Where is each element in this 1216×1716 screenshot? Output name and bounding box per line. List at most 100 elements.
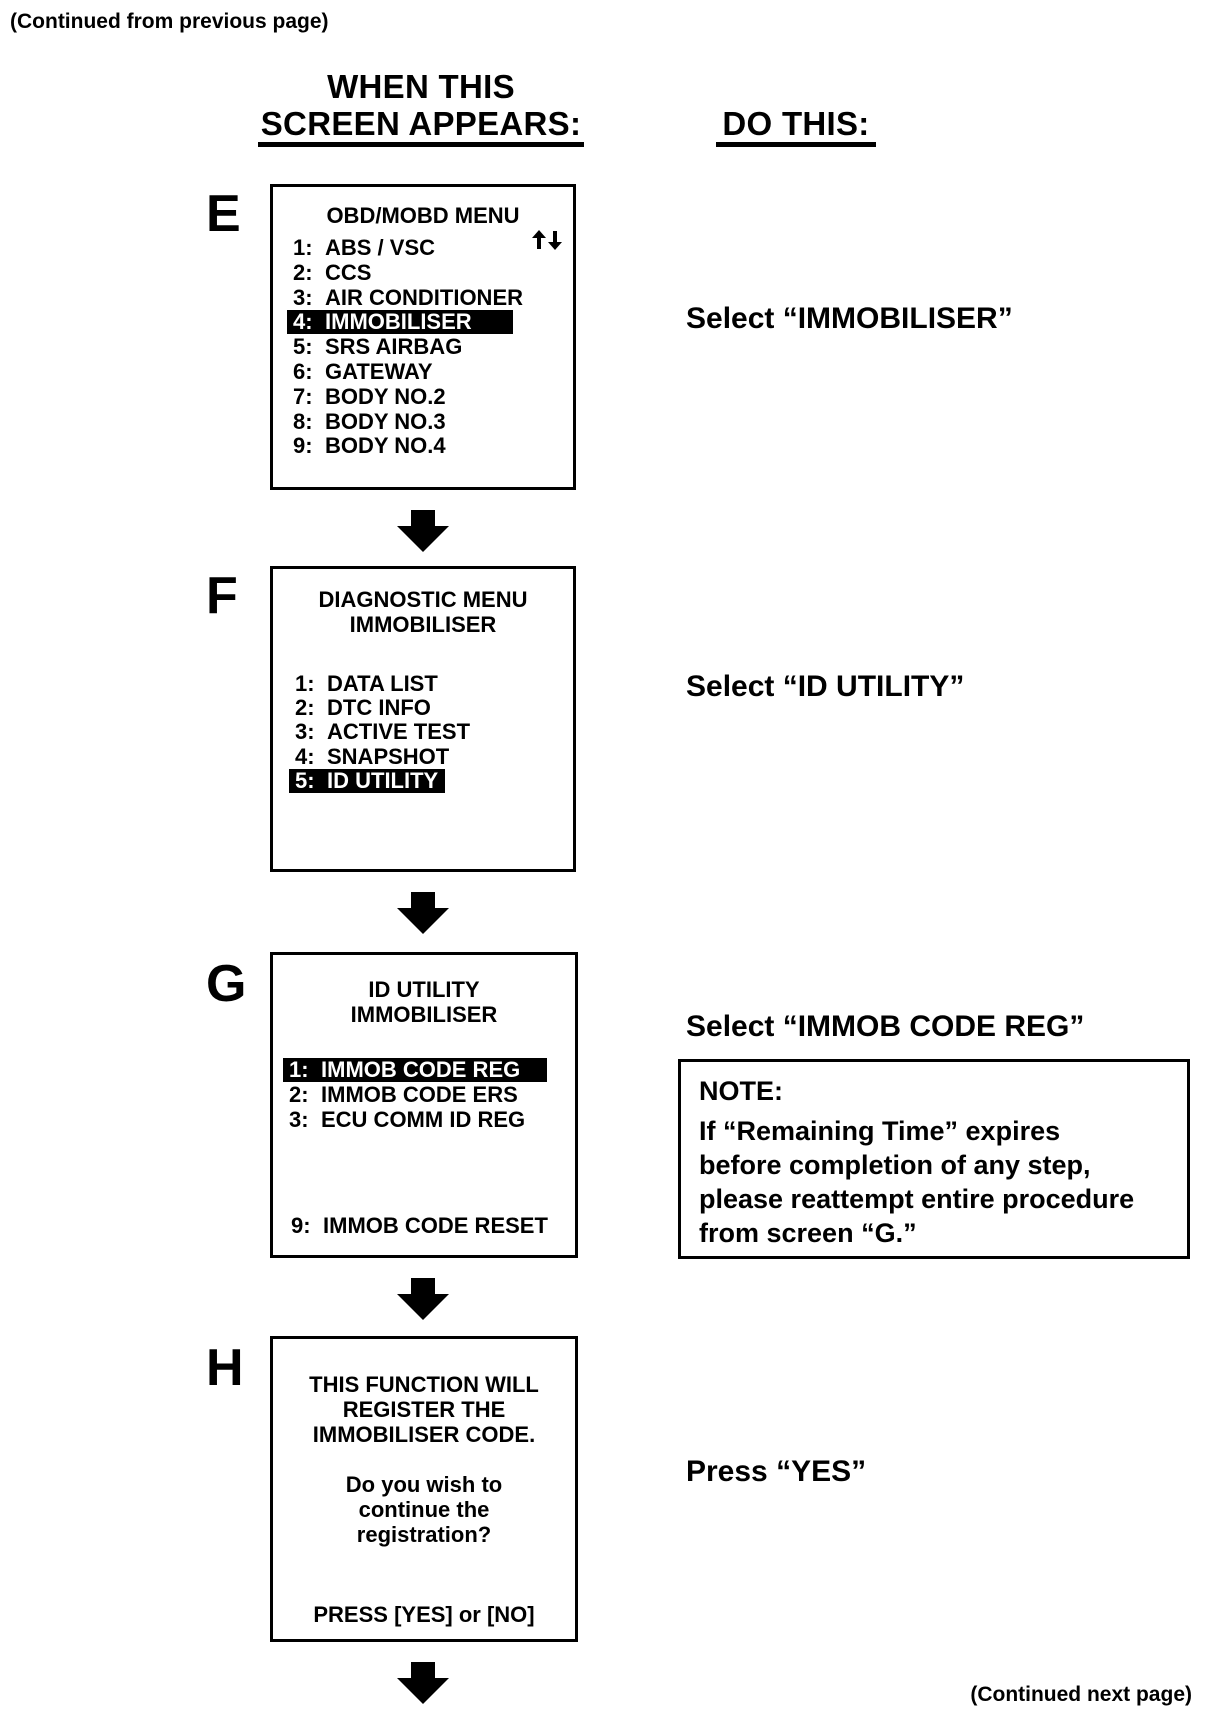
instruction-g: Select “IMMOB CODE REG” [686,1010,1085,1043]
down-arrow-icon [397,510,449,552]
header-line-2: SCREEN APPEARS: [260,105,582,142]
menu-item-number: 9: [291,1213,311,1238]
menu-item-label: ACTIVE TEST [327,719,471,745]
step-letter-f: F [206,567,238,625]
menu-item-label: ID UTILITY [327,767,439,793]
screen-title-line-1: ID UTILITY [368,977,480,1002]
menu-item-label: IMMOBILISER [325,309,472,335]
note-line: please reattempt entire procedure [699,1184,1135,1214]
text-line: THIS FUNCTION WILL [309,1372,539,1397]
column-header-action: DO THIS: [716,105,876,147]
screen-title: OBD/MOBD MENU [326,203,520,228]
menu-item-label: IMMOB CODE ERS [321,1082,518,1107]
instruction-f: Select “ID UTILITY” [686,670,965,703]
text-line: Do you wish to [345,1472,503,1497]
down-arrow-icon [397,892,449,934]
note-line: before completion of any step, [699,1150,1091,1180]
confirmation-question: Do you wish to continue the registration… [273,1472,575,1547]
menu-item-number: 5: [295,767,315,793]
menu-item-label: BODY NO.2 [325,383,446,409]
step-letter-g: G [206,955,247,1013]
header-do-this: DO THIS: [722,105,870,142]
menu-item-label: DATA LIST [327,671,438,696]
menu-item-label: ECU COMM ID REG [321,1107,526,1132]
menu-item[interactable]: 7: BODY NO.2 [287,383,446,409]
text-line: continue the [358,1497,490,1522]
menu-item-label: SRS AIRBAG [325,334,463,360]
menu-item-selected[interactable]: 5: ID UTILITY [289,767,445,793]
menu-item-number: 1: [295,671,315,696]
menu-item[interactable]: 4: SNAPSHOT [289,743,450,769]
menu-item[interactable]: 9: BODY NO.4 [287,434,446,458]
step-letter-e: E [206,185,241,243]
menu-item-number: 7: [293,383,313,409]
menu-item-label: BODY NO.4 [325,433,446,459]
menu-item-label: AIR CONDITIONER [325,284,523,310]
screen-h: THIS FUNCTION WILL REGISTER THE IMMOBILI… [270,1336,578,1642]
header-line-1: WHEN THIS [327,68,515,105]
menu-item-label: CCS [325,259,372,285]
menu-item-number: 8: [293,408,313,434]
down-arrow-icon [397,1278,449,1320]
step-letter-h: H [206,1339,244,1397]
continued-from-label: (Continued from previous page) [10,10,329,33]
note-box: NOTE: If “Remaining Time” expires before… [678,1059,1190,1259]
menu-item-label: ABS / VSC [325,235,436,260]
header-underline [258,142,584,147]
menu-item[interactable]: 1: DATA LIST [289,672,438,696]
menu-item-number: 3: [289,1107,309,1132]
note-title: NOTE: [699,1076,783,1106]
menu-item-label: IMMOB CODE REG [321,1057,521,1082]
menu-item-selected[interactable]: 4: IMMOBILISER [287,309,513,335]
press-yes-no-prompt: PRESS [YES] or [NO] [313,1602,535,1627]
menu-item-number: 2: [289,1082,309,1107]
note-line: from screen “G.” [699,1218,917,1248]
menu-item-number: 9: [293,433,313,459]
menu-item[interactable]: 5: SRS AIRBAG [287,335,462,359]
menu-item[interactable]: 2: DTC INFO [289,696,431,720]
menu-item[interactable]: 1: ABS / VSC [287,236,435,260]
menu-item-label: BODY NO.3 [325,408,446,434]
menu-item-label: IMMOB CODE RESET [323,1213,548,1238]
note-line: If “Remaining Time” expires [699,1116,1061,1146]
menu-item-label: SNAPSHOT [327,743,450,769]
menu-item-label: DTC INFO [327,695,431,721]
continued-next-label: (Continued next page) [970,1683,1192,1706]
menu-item-reset: 9: IMMOB CODE RESET [285,1214,548,1238]
menu-item[interactable]: 3: ACTIVE TEST [289,720,470,744]
menu-item-label: GATEWAY [325,359,433,384]
menu-item-number: 3: [293,284,313,310]
menu-item-number: 2: [295,695,315,721]
text-line: registration? [356,1522,492,1547]
menu-item-number: 1: [293,235,313,260]
menu-item-number: 3: [295,719,315,745]
menu-item-number: 4: [295,743,315,769]
menu-item-number: 6: [293,359,313,384]
menu-item[interactable]: 3: ECU COMM ID REG [283,1108,525,1132]
menu-item[interactable]: 3: AIR CONDITIONER [287,284,523,310]
text-line: REGISTER THE [342,1397,506,1422]
menu-item[interactable]: 8: BODY NO.3 [287,408,446,434]
menu-item-number: 1: [289,1057,309,1082]
up-down-arrows-icon [532,230,562,250]
instruction-e: Select “IMMOBILISER” [686,302,1013,335]
screen-title-line-1: DIAGNOSTIC MENU [318,587,528,612]
menu-item-number: 2: [293,259,313,285]
function-description: THIS FUNCTION WILL REGISTER THE IMMOBILI… [273,1372,575,1447]
header-underline [716,142,876,147]
menu-item-number: 5: [293,334,313,360]
instruction-h: Press “YES” [686,1455,867,1488]
menu-item[interactable]: 2: IMMOB CODE ERS [283,1083,518,1107]
menu-item[interactable]: 6: GATEWAY [287,360,433,384]
menu-item[interactable]: 2: CCS [287,259,372,285]
screen-title-line-2: IMMOBILISER [350,1002,498,1027]
menu-item-number: 4: [293,309,313,335]
screen-title-line-2: IMMOBILISER [349,612,497,637]
menu-item-selected[interactable]: 1: IMMOB CODE REG [283,1058,547,1082]
screen-e: OBD/MOBD MENU 1: ABS / VSC 2: CCS 3: AIR COND… [270,184,576,490]
column-header-screen: WHEN THIS SCREEN APPEARS: [258,68,584,147]
down-arrow-icon [397,1662,449,1704]
text-line: IMMOBILISER CODE. [312,1422,536,1447]
